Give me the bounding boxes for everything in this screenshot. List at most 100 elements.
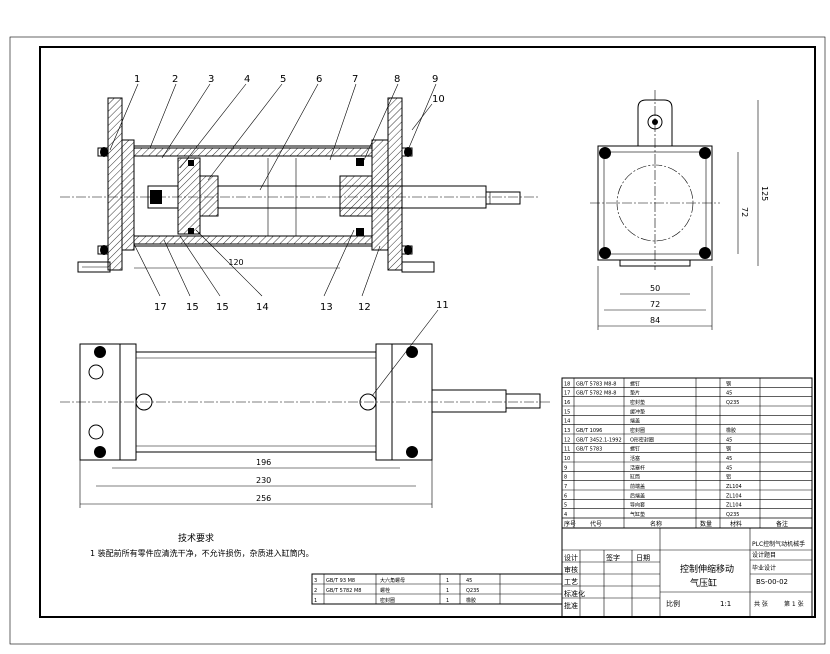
tech-req-line-1: 1 装配前所有零件应清洗干净，不允许损伤，杂质进入缸筒内。	[90, 548, 314, 558]
balloon-8: 8	[394, 74, 400, 85]
balloon-7: 7	[352, 74, 358, 85]
outer-border	[9, 36, 826, 645]
dim-230: 230	[256, 476, 271, 485]
bom-lower-cell-qty: 1	[446, 598, 449, 604]
tb-title-2: 气压缸	[690, 577, 717, 589]
bom-cell-name: 气缸垫	[630, 511, 645, 518]
dim-side-84: 84	[650, 316, 660, 325]
bom-cell-no: 12	[564, 437, 570, 443]
tb-sign: 签字	[606, 553, 620, 562]
bom-cell-name: 前端盖	[630, 483, 645, 490]
bom-cell-no: 11	[564, 447, 570, 453]
bom-cell-no: 6	[564, 493, 567, 499]
bom-cell-code: GB/T 5783 M8-8	[576, 381, 616, 387]
balloon-12: 12	[358, 302, 371, 313]
bom-lower-cell-mat: 45	[466, 578, 472, 584]
bom-lower-cell-qty: 1	[446, 578, 449, 584]
bom-cell-mat: ZL104	[726, 493, 742, 499]
bom-cell-no: 5	[564, 503, 567, 509]
bom-h-note: 备注	[776, 520, 788, 528]
tb-sheet-label: 共 张	[754, 600, 768, 608]
bom-cell-name: 螺钉	[630, 380, 640, 387]
tb-scale-label: 比例	[666, 599, 680, 608]
bom-cell-name: 缸筒	[630, 474, 640, 481]
tb-project-3: 毕业设计	[752, 564, 776, 572]
bom-cell-mat: Q235	[726, 400, 739, 406]
bom-cell-no: 16	[564, 400, 570, 406]
bom-h-code: 代号	[590, 520, 602, 528]
bom-cell-name: 垫片	[630, 390, 640, 397]
balloon-4: 4	[244, 74, 250, 85]
bom-cell-no: 14	[564, 419, 570, 425]
bom-cell-name: O形密封圈	[630, 436, 654, 443]
dim-side-50: 50	[650, 284, 660, 293]
balloon-labels: 1 2 3 4 5 6 7 8 9 10 11 12 13 14 15 15 1…	[134, 74, 449, 313]
bom-cell-no: 4	[564, 512, 567, 518]
bom-cell-name: 缓冲垫	[630, 408, 645, 415]
dim-side-72-v: 72	[740, 207, 749, 217]
balloon-15b: 15	[186, 302, 199, 313]
bom-cell-no: 15	[564, 409, 570, 415]
bom-cell-name: 端盖	[630, 418, 640, 425]
tb-sheet-value: 第 1 张	[784, 600, 804, 608]
bom-cell-mat: Q235	[726, 512, 739, 518]
balloon-2: 2	[172, 74, 178, 85]
bom-cell-name: 密封圈	[630, 427, 645, 434]
bom-h-qty: 数量	[700, 520, 712, 528]
bom-cell-mat: 45	[726, 465, 732, 471]
bom-lower-cell-code: GB/T 5782 M8	[326, 588, 361, 594]
bom-cell-code: GB/T 5782 M8-8	[576, 391, 616, 397]
bom-cell-mat: 铝	[726, 474, 731, 481]
tb-approve: 批准	[564, 601, 578, 610]
tb-process: 工艺	[564, 578, 578, 586]
inner-border	[39, 46, 816, 618]
balloon-11: 11	[436, 300, 449, 311]
bom-cell-mat: ZL104	[726, 484, 742, 490]
bom-cell-mat: ZL104	[726, 503, 742, 509]
balloon-10: 10	[432, 94, 445, 105]
tb-project-1: PLC控制气动机械手	[752, 540, 805, 548]
bom-lower-cell-name: 密封圈	[380, 597, 395, 604]
bom-cell-code: GB/T 1096	[576, 428, 602, 434]
tb-design: 设计	[564, 553, 578, 562]
bom-cell-name: 后端盖	[630, 492, 645, 499]
bom-h-name: 名称	[650, 520, 662, 528]
bom-cell-mat: 45	[726, 456, 732, 462]
bom-cell-name: 活塞杆	[630, 464, 645, 471]
bom-cell-name: 螺钉	[630, 446, 640, 453]
balloon-14: 14	[256, 302, 269, 313]
balloon-3: 3	[208, 74, 214, 85]
balloon-5: 5	[280, 74, 286, 85]
bom-lower-cell-no: 3	[314, 578, 317, 584]
technical-requirements: 技术要求 1 装配前所有零件应清洗干净，不允许损伤，杂质进入缸筒内。	[90, 532, 314, 558]
plan-view: 196 230 256	[60, 343, 550, 508]
dim-120: 120	[228, 258, 243, 267]
bom-cell-mat: 钢	[726, 380, 731, 387]
bom-lower-cell-mat: 橡胶	[466, 597, 476, 604]
bom-cell-name: 密封垫	[630, 399, 645, 406]
balloon-13: 13	[320, 302, 333, 313]
bom-lower-cell-name: 大六角螺母	[380, 577, 405, 584]
bom-cell-code: GB/T 3452.1-1992	[576, 437, 622, 443]
dim-196: 196	[256, 458, 271, 467]
bom-h-mat: 材料	[730, 520, 742, 528]
bom-cell-no: 10	[564, 456, 570, 462]
bom-lower-cell-qty: 1	[446, 588, 449, 594]
bom-cell-mat: 橡胶	[726, 427, 736, 434]
bom-cell-name: 导向套	[630, 502, 645, 509]
balloon-6: 6	[316, 74, 322, 85]
bom-lower-cell-code: GB/T 93 M8	[326, 578, 355, 584]
bom-lower-cell-no: 1	[314, 598, 317, 604]
tb-title-1: 控制伸缩移动	[680, 563, 734, 575]
side-view: 72 125 50 72 84	[590, 90, 769, 330]
dim-side-125: 125	[760, 186, 769, 201]
dim-side-72-h: 72	[650, 300, 660, 309]
bom-cell-no: 13	[564, 428, 570, 434]
bom-cell-no: 7	[564, 484, 567, 490]
bom-h-no: 序号	[564, 520, 576, 528]
dim-256: 256	[256, 494, 271, 503]
bom-lower-cell-mat: Q235	[466, 588, 479, 594]
